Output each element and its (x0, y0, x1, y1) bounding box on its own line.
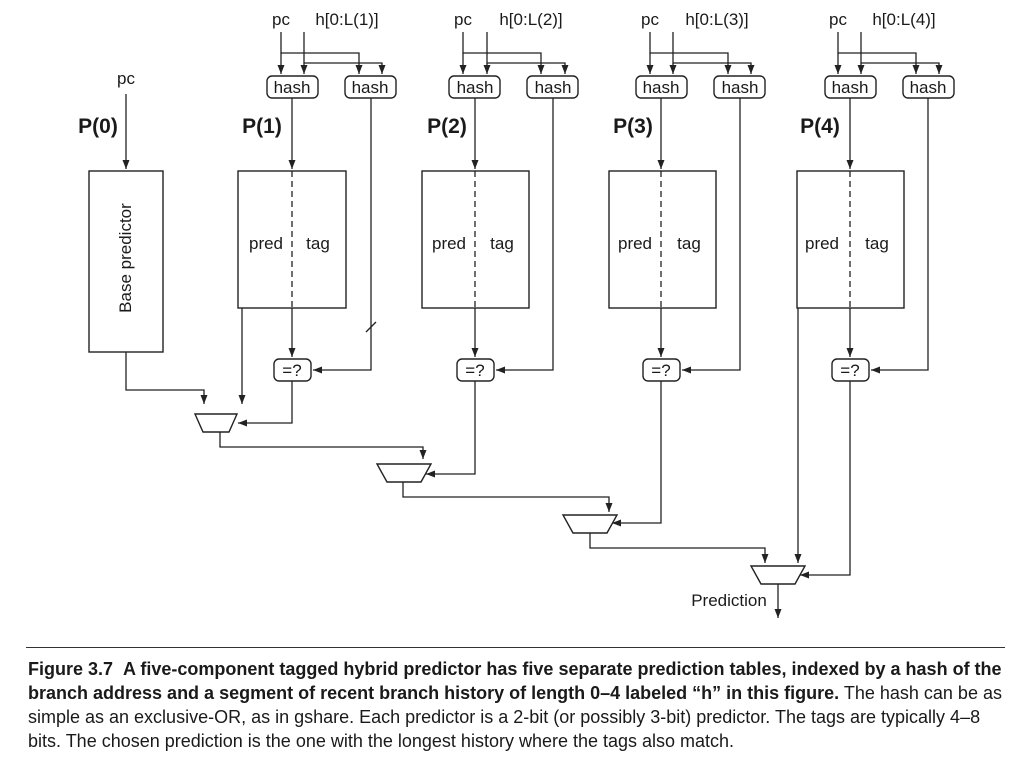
component-label-p4: P(4) (800, 115, 840, 138)
selector-mux-1 (193, 413, 239, 433)
pc-label: pc (829, 10, 847, 29)
pc-label: pc (272, 10, 290, 29)
compare-label: =? (282, 361, 301, 380)
hash-label: hash (910, 78, 947, 97)
caption-rule (26, 647, 1005, 648)
predictor-diagram: pc P(0) Base predictor pc h[0:L(1)] hash… (78, 10, 955, 618)
compare-label: =? (465, 361, 484, 380)
base-predictor-label: Base predictor (116, 203, 135, 313)
hash-label: hash (535, 78, 572, 97)
pc-label: pc (641, 10, 659, 29)
tag-label: tag (677, 234, 701, 253)
pred-label: pred (618, 234, 652, 253)
hash-label: hash (352, 78, 389, 97)
history-label-p3: h[0:L(3)] (685, 10, 748, 29)
component-label-p0: P(0) (78, 115, 118, 138)
component-label-p1: P(1) (242, 115, 282, 138)
selector-mux-3 (561, 514, 619, 534)
component-p0: pc P(0) Base predictor (78, 69, 208, 404)
pred-label: pred (432, 234, 466, 253)
history-label-p2: h[0:L(2)] (499, 10, 562, 29)
tag-label: tag (490, 234, 514, 253)
caption-bold-text: A five-component tagged hybrid predictor… (28, 659, 1002, 703)
pred-label: pred (805, 234, 839, 253)
history-label-p4: h[0:L(4)] (872, 10, 935, 29)
selector-mux-4 (749, 565, 807, 585)
history-label-p1: h[0:L(1)] (315, 10, 378, 29)
pc-label: pc (454, 10, 472, 29)
component-p4: pc h[0:L(4)] hash hash P(4) pred tag =? … (691, 10, 955, 618)
component-p2: pc h[0:L(2)] hash hash P(2) pred tag =? (375, 10, 613, 512)
hash-label: hash (832, 78, 869, 97)
component-p1: pc h[0:L(1)] hash hash P(1) pred tag =? (193, 10, 427, 459)
tag-label: tag (865, 234, 889, 253)
caption-body-text: The hash can be as simple as an exclusiv… (28, 683, 1002, 751)
prediction-table-p3 (608, 170, 717, 309)
hash-label: hash (643, 78, 680, 97)
prediction-label: Prediction (691, 591, 767, 610)
component-label-p2: P(2) (427, 115, 467, 138)
selector-mux-2 (375, 463, 433, 483)
component-p3: pc h[0:L(3)] hash hash P(3) pred tag =? (561, 10, 769, 563)
compare-label: =? (651, 361, 670, 380)
compare-label: =? (840, 361, 859, 380)
component-label-p3: P(3) (613, 115, 653, 138)
hash-label: hash (274, 78, 311, 97)
tag-label: tag (306, 234, 330, 253)
figure-number: Figure 3.7 (28, 659, 114, 679)
hash-label: hash (457, 78, 494, 97)
pc-label: pc (117, 69, 135, 88)
pred-label: pred (249, 234, 283, 253)
figure-caption: Figure 3.7 A five-component tagged hybri… (28, 657, 1008, 753)
hash-label: hash (722, 78, 759, 97)
